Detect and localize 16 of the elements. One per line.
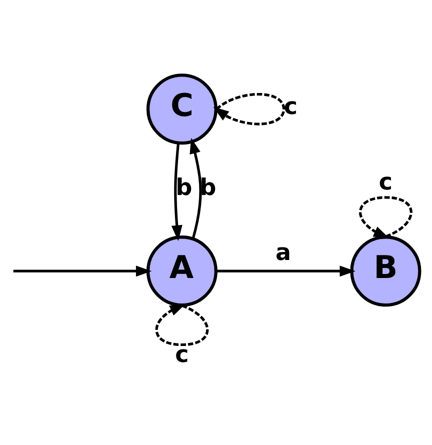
edge-label: a	[275, 240, 291, 266]
edge-label: b	[200, 174, 216, 201]
edge-label: c	[378, 170, 393, 196]
arrow	[358, 196, 412, 238]
arrow	[13, 266, 152, 277]
arrow	[190, 138, 202, 240]
edge-label: c	[284, 94, 298, 120]
edge-label: b	[176, 174, 192, 201]
node-circle: B	[350, 236, 422, 307]
node-circle: A	[146, 236, 218, 307]
edge-label: c	[175, 342, 189, 368]
arrow	[171, 142, 182, 242]
arrow	[213, 92, 286, 126]
node-circle: C	[146, 74, 218, 145]
arrow	[155, 304, 209, 346]
arrow	[216, 266, 356, 277]
